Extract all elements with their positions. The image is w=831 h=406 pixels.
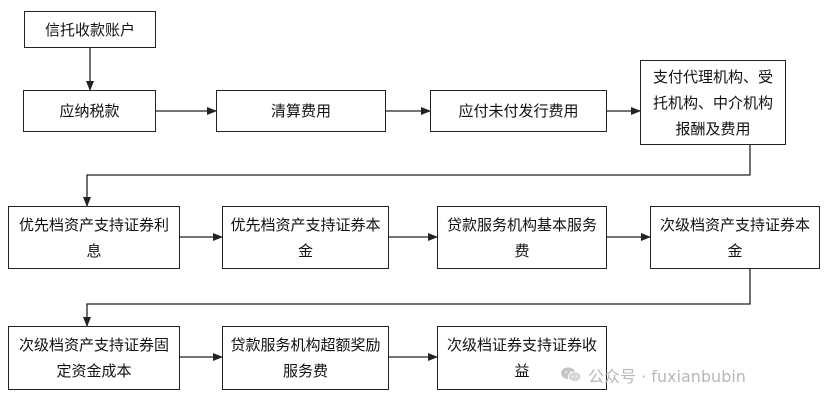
servicer-excess-fee-label: 贷款服务机构超额奖励服务费	[230, 336, 381, 380]
clearing-fee-box: 清算费用	[216, 90, 386, 132]
unpaid-issuance-label: 应付未付发行费用	[458, 102, 579, 120]
arrow-agent-to-priority-interest	[83, 145, 751, 207]
trust-account-label: 信托收款账户	[44, 20, 135, 39]
subordinate-principal-label: 次级档资产支持证券本金	[659, 215, 810, 260]
servicer-basic-fee-box: 贷款服务机构基本服务费	[437, 206, 607, 269]
tax-label: 应纳税款	[59, 102, 120, 120]
tax-box: 应纳税款	[23, 90, 156, 132]
priority-principal-label: 优先档资产支持证券本金	[230, 215, 381, 260]
watermark-text: 公众号 · fuxianbubin	[588, 367, 746, 386]
subordinate-principal-box: 次级档资产支持证券本金	[650, 206, 820, 269]
priority-principal-box: 优先档资产支持证券本金	[222, 206, 389, 269]
arrow-sub-principal-to-fixed-cost	[83, 269, 751, 327]
agent-fees-box: 支付代理机构、受托机构、中介机构报酬及费用	[640, 60, 786, 145]
subordinate-fixed-cost-box: 次级档资产支持证券固定资金成本	[8, 326, 180, 390]
servicer-basic-fee-label: 贷款服务机构基本服务费	[446, 215, 597, 260]
clearing-fee-label: 清算费用	[270, 102, 331, 120]
watermark: 公众号 · fuxianbubin	[560, 362, 746, 388]
priority-interest-box: 优先档资产支持证券利息	[8, 206, 180, 269]
agent-fees-label: 支付代理机构、受托机构、中介机构报酬及费用	[652, 67, 773, 138]
subordinate-fixed-cost-label: 次级档资产支持证券固定资金成本	[18, 336, 169, 380]
priority-interest-label: 优先档资产支持证券利息	[18, 215, 169, 260]
trust-account-box: 信托收款账户	[24, 11, 156, 48]
servicer-excess-fee-box: 贷款服务机构超额奖励服务费	[222, 326, 389, 390]
unpaid-issuance-box: 应付未付发行费用	[430, 90, 607, 132]
wechat-icon	[561, 367, 582, 383]
subordinate-yield-label: 次级档证券支持证券收益	[446, 336, 597, 380]
